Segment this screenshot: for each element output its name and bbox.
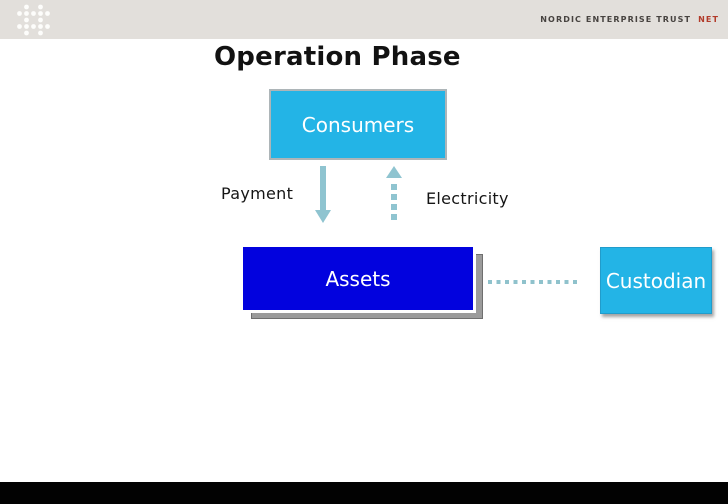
consumers-box: Consumers — [269, 89, 447, 160]
arrow-dash — [391, 194, 397, 200]
arrow-dash — [391, 214, 397, 220]
arrow-head — [315, 210, 331, 223]
brand-text: NORDIC ENTERPRISE TRUST NET — [540, 0, 719, 39]
page-title: Operation Phase — [214, 42, 461, 72]
arrow-dash — [391, 184, 397, 190]
bottom-bar — [0, 482, 728, 504]
arrow-shaft — [320, 166, 326, 211]
header-bar: NORDIC ENTERPRISE TRUST NET — [0, 0, 728, 39]
arrow-dash — [391, 204, 397, 210]
assets-custodian-connector — [488, 280, 580, 284]
brand-suffix: NET — [698, 15, 719, 24]
arrow-head — [386, 166, 402, 178]
electricity-label: Electricity — [426, 189, 509, 208]
brand-name: NORDIC ENTERPRISE TRUST — [540, 15, 692, 24]
consumers-label: Consumers — [301, 112, 415, 137]
assets-box: Assets — [240, 244, 476, 313]
custodian-box: Custodian — [600, 247, 712, 314]
dot-hash-logo-icon — [17, 4, 50, 36]
assets-label: Assets — [325, 266, 391, 291]
custodian-label: Custodian — [605, 268, 707, 293]
payment-label: Payment — [221, 184, 294, 203]
